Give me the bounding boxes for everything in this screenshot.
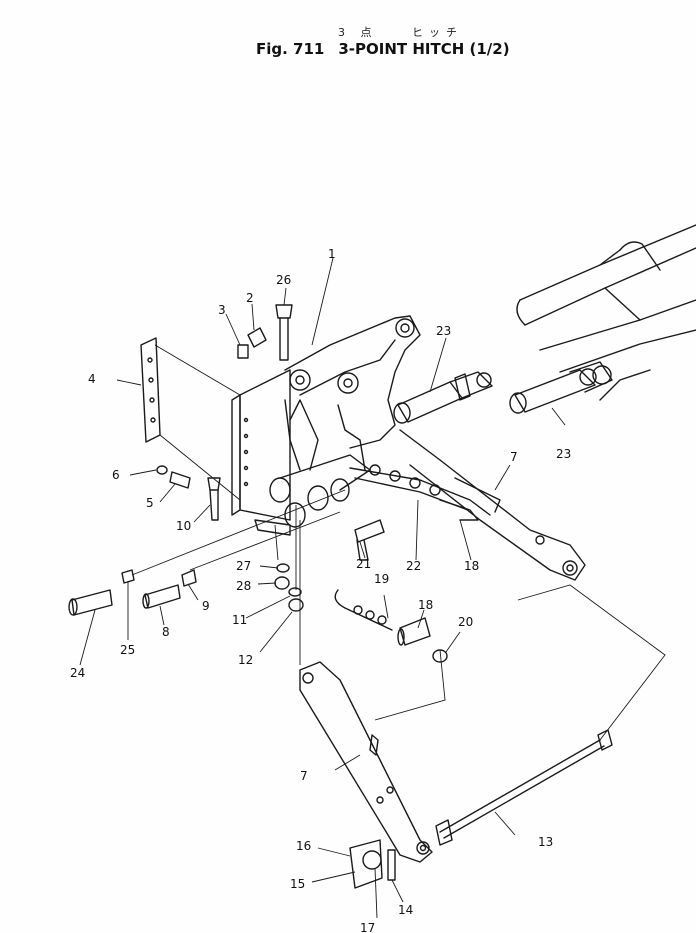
tractor-frame: [516, 224, 696, 401]
nut-12: [288, 598, 304, 612]
title-ruby-2: ヒッチ: [412, 26, 463, 39]
callout-15: 15: [290, 877, 305, 891]
frame-plate: [231, 369, 291, 536]
callout-7-lower: 7: [300, 769, 308, 783]
washer-11: [288, 587, 302, 597]
top-link-cylinder-right: [509, 361, 613, 414]
callout-26: 26: [276, 273, 291, 287]
callout-14: 14: [398, 903, 413, 917]
title-ruby-1: 3 点: [338, 26, 378, 39]
callout-13: 13: [538, 835, 553, 849]
callout-22: 22: [406, 559, 421, 573]
callout-18-lower: 18: [418, 598, 433, 612]
small-parts: [68, 304, 479, 889]
plate-4: [140, 337, 161, 443]
pin-21: [354, 519, 385, 543]
callout-6: 6: [112, 468, 120, 482]
pin-17: [362, 850, 382, 870]
callout-3: 3: [218, 303, 226, 317]
bolt-26-head: [275, 304, 293, 319]
callout-16: 16: [296, 839, 311, 853]
callout-5: 5: [146, 496, 154, 510]
figure-number: Fig. 711: [256, 40, 325, 58]
callout-24: 24: [70, 666, 85, 680]
callout-11: 11: [232, 613, 247, 627]
plate-2: [247, 327, 267, 348]
callout-7-upper: 7: [510, 450, 518, 464]
grease-9: [181, 569, 197, 587]
washer-27: [276, 563, 290, 573]
callout-8: 8: [162, 625, 170, 639]
callout-21: 21: [356, 557, 371, 571]
plate-15: [349, 839, 383, 889]
lower-link-upper: [399, 429, 586, 581]
callout-23-right: 23: [556, 447, 571, 461]
grease-25: [121, 569, 135, 584]
stabilizer-rod: [435, 729, 613, 846]
callout-1: 1: [328, 247, 336, 261]
bolt-3: [237, 344, 249, 359]
washer-6: [156, 465, 168, 475]
callout-20: 20: [458, 615, 473, 629]
callout-12: 12: [238, 653, 253, 667]
callout-18-upper: 18: [464, 559, 479, 573]
callout-17: 17: [360, 921, 375, 933]
lower-link-lower: [299, 661, 433, 863]
top-link-cylinder-center: [393, 371, 493, 424]
bolt-10: [209, 489, 219, 521]
callout-27: 27: [236, 559, 251, 573]
chain-19: [334, 589, 393, 631]
sleeve-18-upper: [439, 499, 479, 521]
callout-labels: 1 2 3 4 5 6 7 7 8 9 10 11 12 13 14 15 16…: [70, 247, 571, 933]
callout-19: 19: [374, 572, 389, 586]
callout-10: 10: [176, 519, 191, 533]
callout-23-center: 23: [436, 324, 451, 338]
sleeve-18: [399, 617, 431, 646]
callout-4: 4: [88, 372, 96, 386]
figure-caption: 3-POINT HITCH (1/2): [338, 40, 510, 58]
callout-2: 2: [246, 291, 254, 305]
lower-pin-cluster: [269, 454, 371, 528]
callout-25: 25: [120, 643, 135, 657]
leader-lines: [79, 257, 666, 919]
callout-9: 9: [202, 599, 210, 613]
pin-24: [71, 589, 113, 616]
figure-title: Fig. 711 3-POINT HITCH (1/2): [256, 40, 524, 58]
hitch-bracket: [284, 315, 421, 471]
pin-8: [144, 584, 181, 609]
bolt-5: [169, 471, 191, 489]
callout-28: 28: [236, 579, 251, 593]
nut-28: [274, 576, 290, 590]
spring-14: [387, 849, 396, 881]
